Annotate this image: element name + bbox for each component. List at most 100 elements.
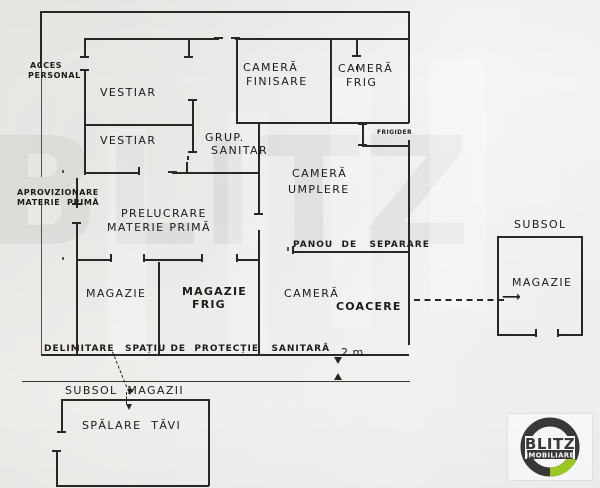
wall-coacere-top	[236, 259, 260, 261]
room-label-prelucrare-1: PRELUCRARE	[121, 207, 207, 220]
cap-subsol-bottom-2	[557, 329, 559, 337]
wall-vestiar-right	[192, 100, 194, 152]
room-label-magazie-frig-1: MAGAZIE	[182, 285, 247, 298]
cap-prelucrare-left2	[72, 222, 81, 224]
wall-spalare-right	[208, 399, 210, 486]
room-label-magazie-frig-2: FRIG	[192, 298, 226, 311]
cap-prelucrare-left	[72, 203, 81, 205]
wall-outer-left-mid	[41, 67, 42, 177]
wall-corridor-top	[84, 38, 219, 40]
logo-brand-text: BLITZ	[525, 435, 575, 453]
wall-spalare-top	[61, 399, 209, 401]
label-subsol: SUBSOL	[514, 218, 567, 231]
wall-outer-left-upper	[40, 11, 42, 67]
tick-frig-bottom-left	[330, 115, 332, 124]
stub-cap-vestiar-left	[80, 56, 89, 58]
cap-vestiar-right-bot	[188, 151, 197, 153]
cap-frig-mid	[352, 55, 361, 57]
watermark-band-4	[430, 60, 486, 310]
label-aprovizionare-line2: MATERIE PRIMĂ	[17, 198, 100, 207]
wall-magazie-left	[76, 259, 78, 354]
watermark-band-1	[108, 128, 146, 360]
room-label-camera-finisare-2: FINISARE	[246, 75, 308, 88]
spalare-arrow	[126, 404, 132, 410]
dimension-arrow-up	[334, 373, 342, 380]
stub-vestiar-left	[84, 38, 86, 58]
wall-outer-right	[408, 11, 410, 123]
wall-finisare-bottom	[236, 122, 331, 124]
label-subsol-magazii: SUBSOL MAGAZII	[65, 384, 185, 397]
cap-vestiar2-bottom	[138, 167, 140, 175]
room-label-camera-frig-1: CAMERĂ	[338, 62, 394, 75]
cap-magfrig-top-right	[201, 254, 203, 262]
wall-prelucrare-left	[76, 178, 78, 208]
wall-magazie-top	[76, 259, 112, 261]
wall-outer-bottom-protection	[41, 354, 409, 356]
cap-magfrig-top-left	[143, 254, 145, 262]
stub-cap-vestiar-right	[184, 56, 193, 58]
room-label-magazie: MAGAZIE	[86, 287, 147, 300]
room-label-vestiar-1: VESTIAR	[100, 86, 157, 99]
cap-corridor-right	[214, 37, 223, 39]
cap-panou-left	[292, 246, 294, 254]
label-aprovizionare-line1: APROVIZIONARE	[17, 188, 99, 197]
wall-frigider-bottom	[362, 145, 409, 147]
wall-spalare-bottom	[56, 485, 209, 487]
wall-camera-frig-bottom	[330, 122, 409, 124]
room-label-vestiar-2: VESTIAR	[100, 134, 157, 147]
wall-magazie-right	[158, 262, 160, 354]
room-label-frigider: FRIGIDER	[377, 129, 413, 136]
wall-magaziefrig-right	[258, 230, 260, 354]
wall-vestiar-left	[84, 70, 86, 175]
room-label-camera-umplere-1: CAMERĂ	[292, 167, 348, 180]
wall-grup-sanitar-bottom	[172, 172, 259, 174]
room-label-camera-frig-2: FRIG	[346, 76, 378, 89]
cap-magazie-top-right	[110, 254, 112, 262]
tick-panou-dot	[287, 247, 289, 251]
wall-outer-top	[40, 11, 410, 13]
wall-subsol-top	[497, 236, 583, 238]
room-label-camera-coacere-2: COACERE	[336, 300, 402, 313]
room-label-spalare-tavi: SPĂLARE TĂVI	[82, 419, 182, 432]
cap-frigider-bot	[358, 144, 367, 146]
wall-subsol-left	[497, 236, 499, 335]
wall-frigider-left	[362, 122, 364, 147]
label-delimitare: DELIMITARE	[44, 344, 115, 354]
tick-grup-dot	[187, 156, 189, 160]
stub-frig-mid	[356, 38, 358, 56]
wall-subsol-bottom-left	[497, 334, 537, 336]
tick-magazie-dot	[62, 257, 64, 260]
wall-outer-right-lower	[408, 140, 410, 345]
room-label-camera-finisare-1: CAMERĂ	[243, 61, 299, 74]
cap-grup-bottom-left	[168, 171, 177, 173]
wall-panou-separare	[292, 251, 409, 253]
flow-connector-dashed	[414, 299, 504, 301]
wall-vestiar-divider	[84, 124, 194, 126]
room-label-grup-sanitar-2: SANITAR	[211, 144, 269, 157]
cap-finisare-left	[231, 37, 240, 39]
stub-grup-left	[186, 162, 188, 173]
room-label-camera-umplere-2: UMPLERE	[288, 183, 350, 196]
wall-camera-finisare-top	[235, 38, 331, 40]
protection-zone-lower-edge	[22, 381, 410, 382]
label-acces-personal-line2: PERSONAL	[28, 71, 81, 80]
tick-frig-dot	[356, 66, 358, 70]
wall-finisare-left	[236, 38, 238, 123]
cap-umplere-left-bot	[254, 213, 263, 215]
room-label-subsol-magazie: MAGAZIE	[512, 276, 573, 289]
wall-umplere-left	[258, 160, 260, 215]
wall-spalare-left-lower	[56, 450, 58, 486]
wall-subsol-bottom-right	[557, 334, 583, 336]
logo-subtitle-text: IMOBILIARE	[525, 452, 574, 460]
cap-vestiar-right-top	[188, 99, 197, 101]
cap-spalare-left-lower	[52, 450, 61, 452]
room-label-camera-coacere-1: CAMERĂ	[284, 287, 340, 300]
wall-finisare-frig	[330, 38, 332, 124]
delimitare-arrow	[127, 389, 133, 395]
wall-subsol-right	[581, 236, 583, 335]
wall-vestiar2-bottom	[84, 172, 140, 174]
tick-vestiar2-dot	[62, 170, 64, 173]
flow-arrow-head: ⟶	[502, 290, 522, 305]
wall-outer-left-lower	[41, 200, 42, 355]
